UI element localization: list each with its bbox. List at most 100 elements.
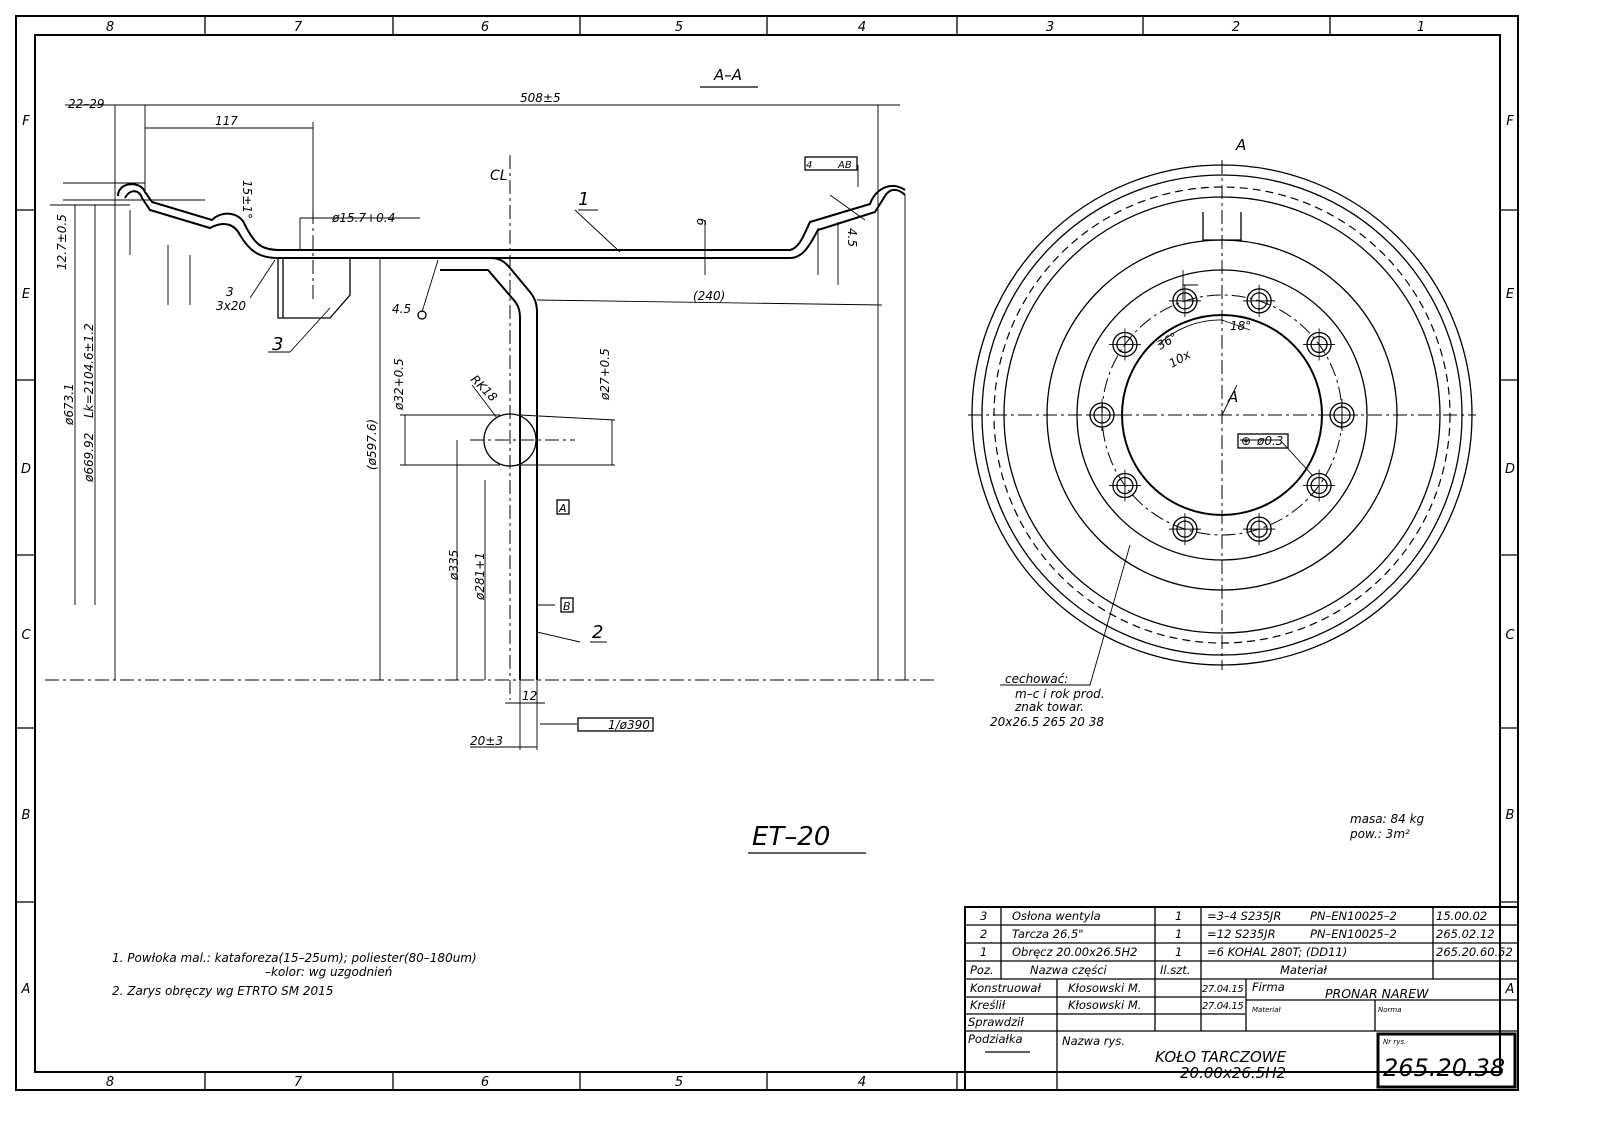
section-mark-a: A xyxy=(1227,388,1238,406)
dim-45: 4.5 xyxy=(845,228,859,247)
bolt-hole xyxy=(1108,469,1141,502)
drawn-by: Kłosowski M. xyxy=(1068,998,1141,1012)
parts-cell-standard: PN–EN10025–2 xyxy=(1310,927,1397,941)
marking-line: 20x26.5 265 20 38 xyxy=(990,715,1104,729)
dim-12: 12 xyxy=(522,689,537,703)
dim-127: 12.7±0.5 xyxy=(55,214,69,270)
parts-cell-norm: 265.20.60.52 xyxy=(1436,945,1513,959)
bolt-hole xyxy=(1168,513,1201,546)
parts-cell-qty: 1 xyxy=(1175,945,1182,959)
outer-border xyxy=(15,15,1519,1091)
surface-area: pow.: 3m² xyxy=(1349,827,1410,841)
angle-18: 18° xyxy=(1230,319,1251,333)
bolt-hole xyxy=(1243,513,1276,546)
header-material: Materiał xyxy=(1280,963,1328,977)
front-view: A A 36° 10x 18° ⊕ ø0.3 cechować: m–c i r… xyxy=(968,136,1476,729)
zone-row: E xyxy=(22,287,31,302)
section-mark-a: A xyxy=(1235,136,1246,154)
header-qty: Il.szt. xyxy=(1160,963,1190,977)
position-tolerance: ø0.3 xyxy=(1256,434,1283,448)
zone-dividers xyxy=(16,16,1518,1090)
position-tolerance-symbol: ⊕ xyxy=(1241,434,1251,448)
bolt-hole xyxy=(1086,399,1118,431)
bolt-hole xyxy=(1168,284,1201,317)
datum-a: A xyxy=(558,502,567,515)
drawing-name-label: Nazwa rys. xyxy=(1062,1034,1125,1048)
drawing-no-label: Nr rys. xyxy=(1383,1038,1406,1046)
parts-cell-norm: 265.02.12 xyxy=(1436,927,1495,941)
zone-col: 7 xyxy=(294,20,303,35)
parts-cell-name: Osłona wentyla xyxy=(1012,909,1101,923)
zone-row: B xyxy=(1506,808,1515,823)
zone-row: C xyxy=(1505,628,1515,643)
dim-lk: Lk=2104.6±1.2 xyxy=(82,323,96,418)
count-10x: 10x xyxy=(1167,347,1194,371)
dim-32: ø32+0.5 xyxy=(392,358,406,411)
header-poz: Poz. xyxy=(970,963,994,977)
callout-1: 1 xyxy=(578,189,589,210)
note-2: 2. Zarys obręczy wg ETRTO SM 2015 xyxy=(112,984,333,998)
zone-row: A xyxy=(21,982,31,997)
parts-cell-name: Tarcza 26.5" xyxy=(1012,927,1084,941)
dim-6731: ø673.1 xyxy=(62,383,76,426)
tol-flatness-ref: AB xyxy=(837,160,852,171)
dim-rk18: RK18 xyxy=(468,372,500,404)
parts-cell-material: =3–4 S235JR xyxy=(1207,909,1281,923)
weld-3x20: 3x20 xyxy=(216,299,246,313)
bolt-hole xyxy=(1303,328,1336,361)
dim-20: 20±3 xyxy=(470,734,503,748)
section-title: A–A xyxy=(713,66,742,84)
norm-label: Norma xyxy=(1378,1006,1402,1014)
weld-3: 3 xyxy=(226,285,234,299)
designed-label: Konstruował xyxy=(970,981,1041,995)
zone-col: 4 xyxy=(858,20,866,35)
zone-col: 4 xyxy=(858,1075,866,1090)
zone-col: 1 xyxy=(1417,20,1425,35)
parts-cell-standard: PN–EN10025–2 xyxy=(1310,909,1397,923)
parts-cell-material: =12 S235JR xyxy=(1207,927,1276,941)
dim-6: 6 xyxy=(694,218,708,226)
parts-cell-norm: 15.00.02 xyxy=(1436,909,1487,923)
company-label: Firma xyxy=(1252,980,1285,994)
zone-col: 2 xyxy=(1232,20,1240,35)
designed-by: Kłosowski M. xyxy=(1068,981,1141,995)
flatness-tolerance-frame xyxy=(804,156,858,171)
parts-cell-poz: 1 xyxy=(980,945,987,959)
parts-cell-name: Obręcz 20.00x26.5H2 xyxy=(1012,945,1137,959)
section-view: A–A CL xyxy=(45,66,935,750)
dim-335: ø335 xyxy=(447,550,461,581)
company: PRONAR NAREW xyxy=(1325,986,1429,1001)
callout-3: 3 xyxy=(272,334,283,355)
zone-col: 6 xyxy=(481,20,489,35)
disc-profile xyxy=(440,257,538,680)
et-label: ET–20 xyxy=(752,822,830,852)
parts-cell-poz: 3 xyxy=(980,909,987,923)
zone-col: 7 xyxy=(294,1075,303,1090)
dim-22-29: 22–29 xyxy=(68,97,105,111)
drawing-name-2: 20.00x26.5H2 xyxy=(1180,1064,1286,1082)
marking-title: cechować: xyxy=(1005,672,1068,686)
zone-col: 8 xyxy=(106,1075,114,1090)
zone-col: 5 xyxy=(675,20,683,35)
tol-flatness: 4 xyxy=(806,160,812,171)
dim-157: ø15.7+0.4 xyxy=(331,211,395,225)
dim-15: 15±1° xyxy=(240,180,254,219)
zone-row: A xyxy=(1505,982,1515,997)
tol-runout: 1/ø390 xyxy=(608,718,650,732)
valve-cover xyxy=(277,258,351,319)
zone-row: D xyxy=(1505,462,1515,477)
title-block: 3 Osłona wentyla 1 =3–4 S235JR PN–EN10025–2 1… xyxy=(964,906,1519,1091)
bolt-hole xyxy=(1243,284,1276,317)
material-label: Materiał xyxy=(1252,1006,1281,1014)
notes: 1. Powłoka mal.: kataforeza(15–25um); po… xyxy=(112,951,477,998)
angle-36: 36° xyxy=(1155,330,1180,353)
drawn-date: 27.04.15 xyxy=(1202,1001,1243,1012)
note-1: 1. Powłoka mal.: kataforeza(15–25um); po… xyxy=(112,951,477,965)
drawing-number: 265.20.38 xyxy=(1383,1054,1505,1082)
zone-row: F xyxy=(1506,114,1514,129)
zone-row: B xyxy=(22,808,31,823)
checked-label: Sprawdził xyxy=(968,1015,1024,1029)
designed-date: 27.04.15 xyxy=(1202,984,1243,995)
zone-col: 5 xyxy=(675,1075,683,1090)
